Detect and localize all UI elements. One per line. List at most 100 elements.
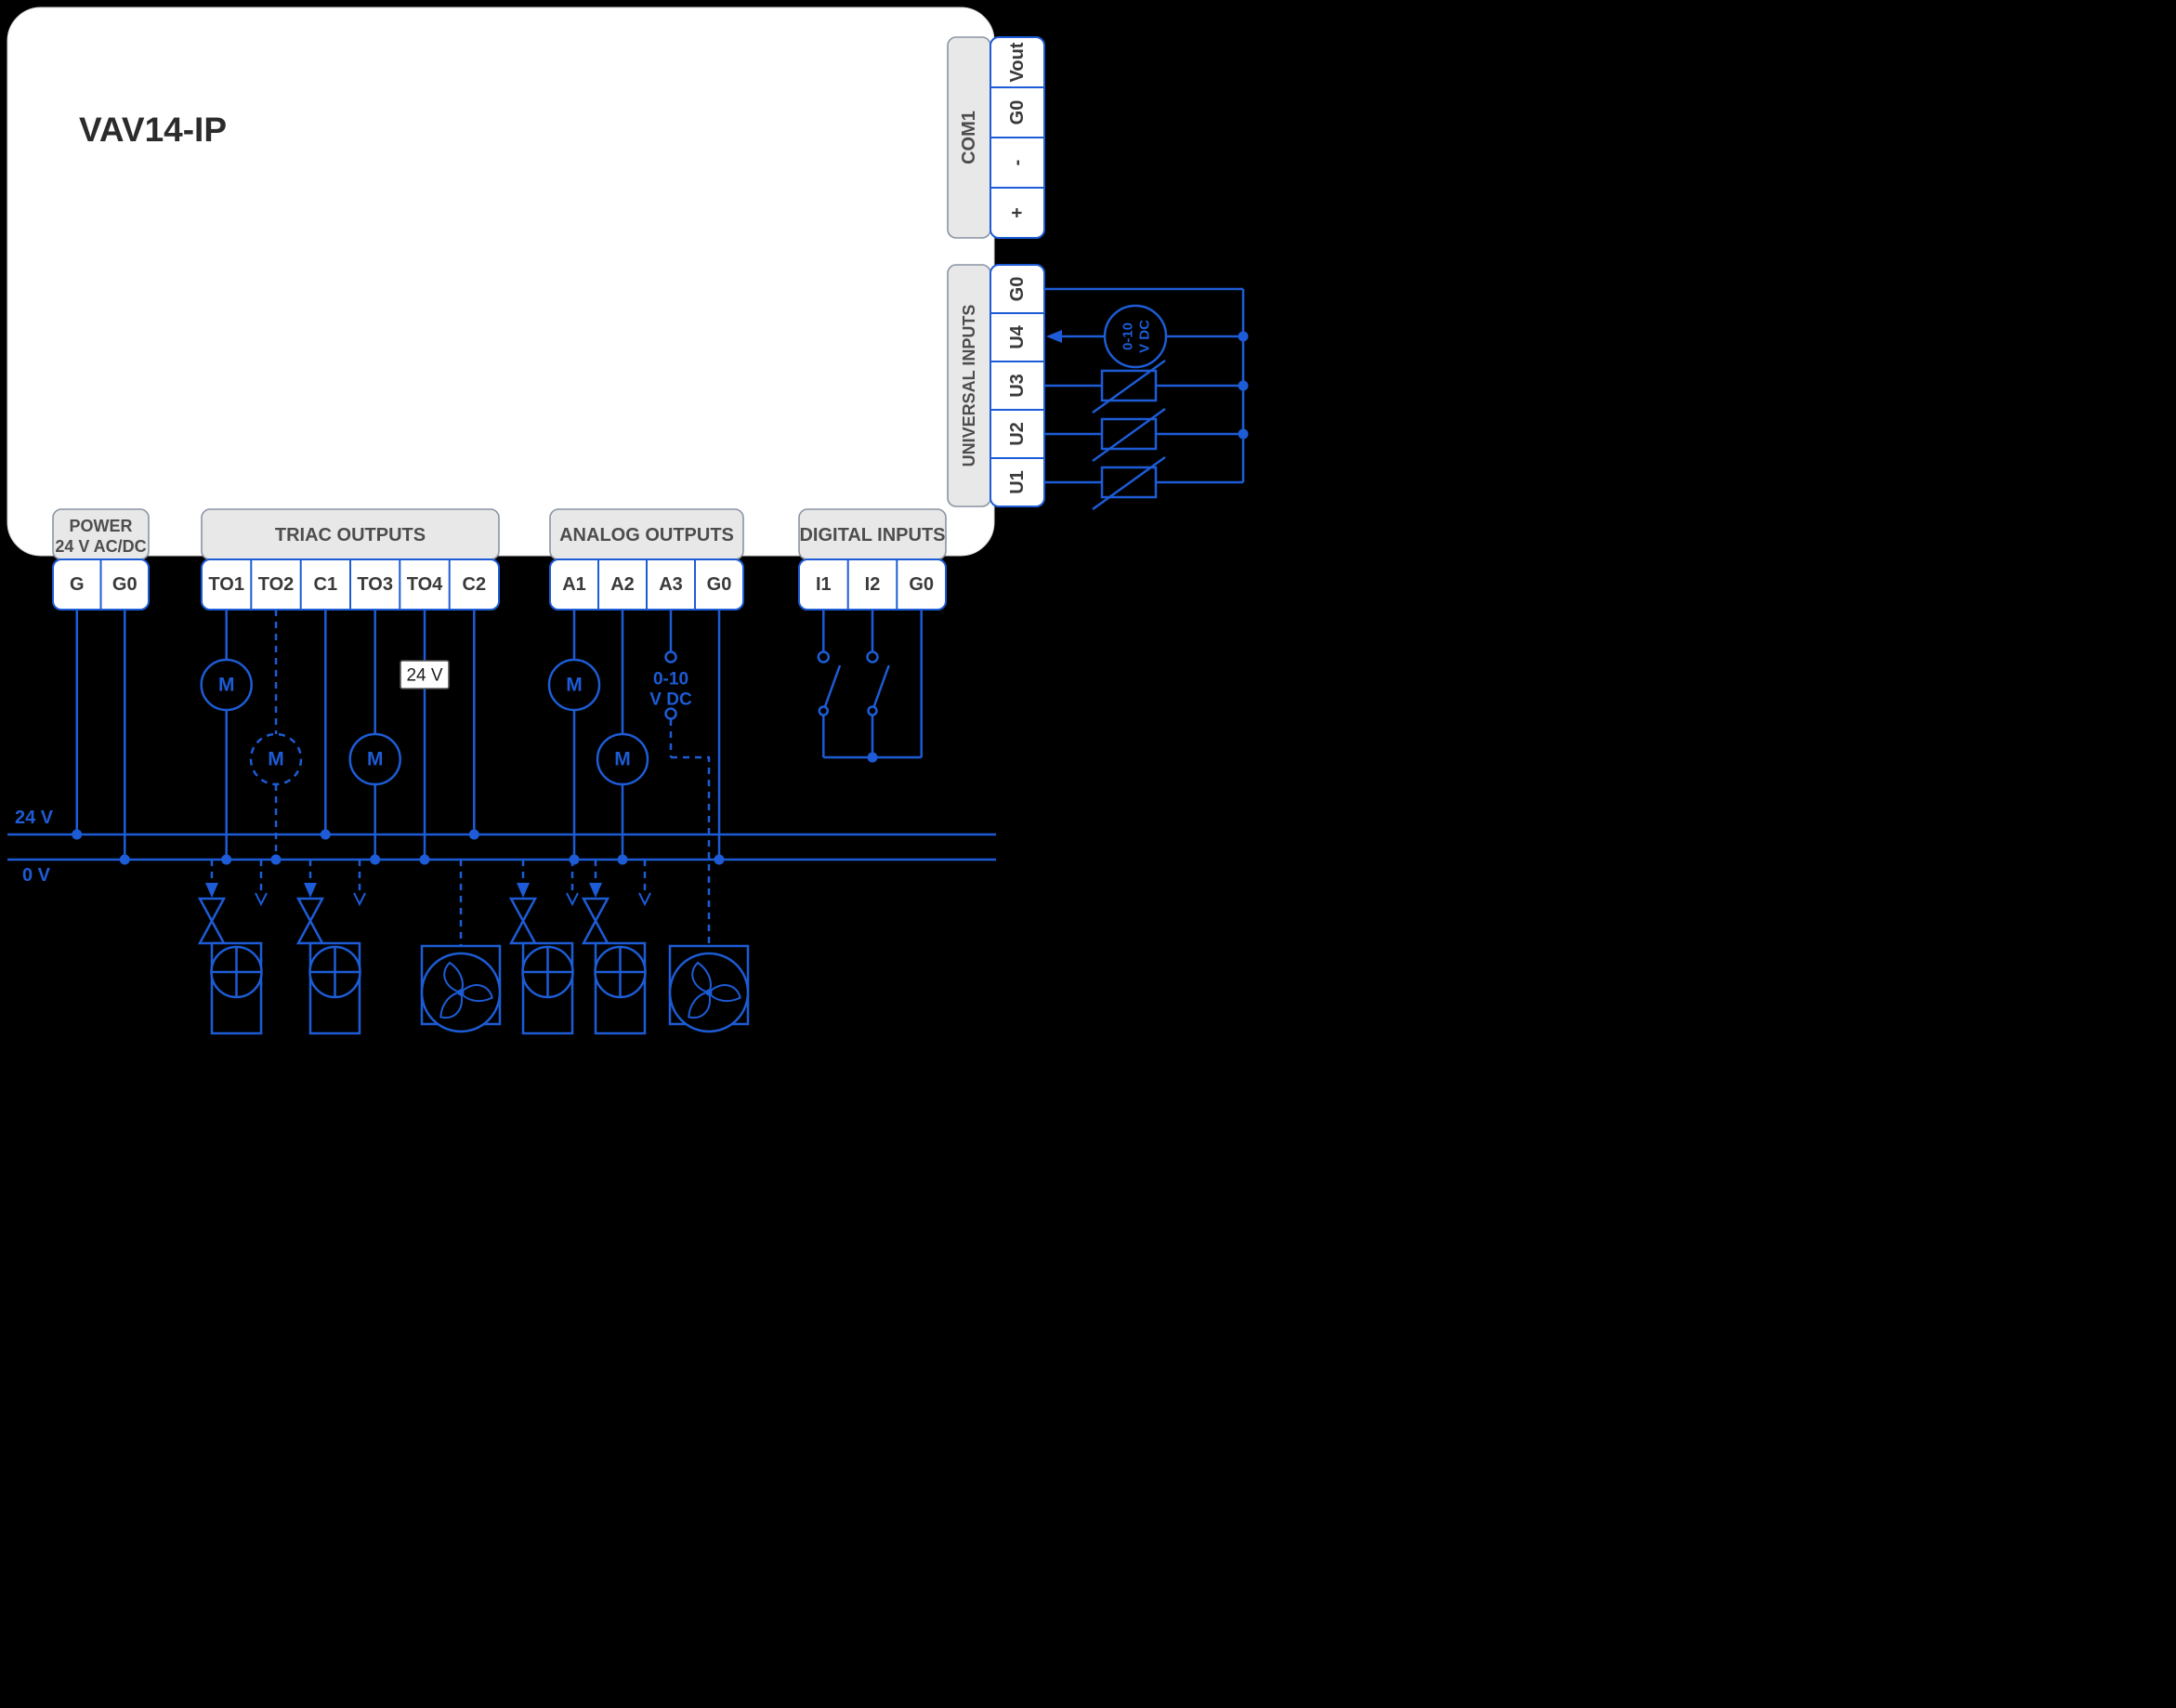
motor-symbol: M <box>348 732 401 786</box>
motor-label: M <box>268 749 284 770</box>
motor-circle <box>249 732 303 786</box>
sensor-symbol-u1 <box>1092 455 1166 511</box>
terminal-label-universal-g0: G0 <box>1007 277 1028 302</box>
motor-label: M <box>218 675 235 696</box>
u4-arrowhead <box>1046 330 1062 343</box>
junction-dot <box>617 854 628 865</box>
terminal-label-a3: A3 <box>659 574 683 595</box>
junction-dot <box>419 854 430 865</box>
motor-symbols: M M M M M <box>200 658 649 786</box>
junction-dot <box>320 829 331 840</box>
digital-terminal-row <box>798 558 947 611</box>
open-arrow-icon <box>638 892 651 907</box>
signal-node-icon <box>664 707 677 720</box>
wiring <box>75 287 1245 946</box>
switch-contact-icon <box>818 705 830 716</box>
fan-symbol <box>668 944 750 1033</box>
analog-signal-line1: 0-10 <box>653 670 688 690</box>
switch-blade <box>871 664 890 712</box>
analog-group-label: ANALOG OUTPUTS <box>559 525 734 545</box>
valve-actuator-assemblies <box>197 860 651 1035</box>
motor-label: M <box>566 675 583 696</box>
sensor-symbol-u3 <box>1092 359 1166 414</box>
analog-signal-line2: V DC <box>649 690 692 710</box>
junction-dot <box>569 854 580 865</box>
valve-actuator-assembly <box>508 860 579 1035</box>
motor-circle <box>596 732 649 786</box>
com1-group-label: COM1 <box>959 111 979 164</box>
valve-actuator-assembly <box>581 860 651 1035</box>
power-group: POWER 24 V AC/DC G G0 <box>52 508 150 611</box>
down-arrow-icon <box>517 883 530 898</box>
terminal-label-u3: U3 <box>1007 374 1028 398</box>
power-group-label-line2: 24 V AC/DC <box>55 537 146 556</box>
switch-symbol <box>817 650 842 716</box>
transmitter-label-line1: 0-10 <box>1121 322 1136 350</box>
signal-node-icon <box>664 650 677 663</box>
down-arrow-icon <box>205 883 218 898</box>
propeller-icon <box>688 961 741 1019</box>
motor-symbol: M <box>249 732 303 786</box>
power-buses: 24 V 0 V <box>7 808 996 886</box>
terminal-label-i2: I2 <box>865 574 881 595</box>
junction-dot <box>1238 380 1249 391</box>
fan-symbol <box>420 944 502 1033</box>
voltage-note-box <box>400 660 450 690</box>
terminal-label-i1: I1 <box>816 574 832 595</box>
terminal-label-vout: Vout <box>1007 42 1028 82</box>
terminal-label-digital-g0: G0 <box>909 574 934 595</box>
motor-circle <box>547 658 601 712</box>
valve-symbol <box>197 918 227 945</box>
sensor-arrow <box>1092 407 1166 463</box>
motor-label: M <box>367 749 384 770</box>
bus-24v-label: 24 V <box>15 808 54 828</box>
switch-contact-icon <box>867 705 878 716</box>
terminal-label-g: G <box>70 574 85 595</box>
junction-dot <box>370 854 381 865</box>
valve-symbol <box>581 897 610 924</box>
terminal-label-to2: TO2 <box>258 574 295 595</box>
junction-dot <box>1238 331 1249 342</box>
valve-actuator-assembly <box>197 860 268 1035</box>
valve-symbol <box>295 897 325 924</box>
terminal-label-com1-g0: G0 <box>1007 100 1028 125</box>
down-arrow-icon <box>589 883 602 898</box>
transmitter-label-line2: V DC <box>1137 320 1153 353</box>
terminal-label-u4: U4 <box>1007 324 1028 348</box>
valve-symbol <box>508 897 538 924</box>
motor-symbol: M <box>596 732 649 786</box>
terminal-label-to1: TO1 <box>208 574 244 595</box>
device-title: VAV14-IP <box>79 111 227 149</box>
terminal-label-g0: G0 <box>112 574 138 595</box>
terminal-label-analog-g0: G0 <box>707 574 732 595</box>
transmitter-symbol: 0-10 V DC <box>1103 304 1168 369</box>
terminal-label-c2: C2 <box>463 574 487 595</box>
power-group-label-line1: POWER <box>69 517 132 535</box>
terminal-label-to3: TO3 <box>357 574 393 595</box>
valve-symbol <box>295 918 325 945</box>
sensor-symbol-u2 <box>1092 407 1166 463</box>
wire-a3-to-fan <box>671 755 711 946</box>
wire-voltage-note: 24 V <box>400 660 450 690</box>
motor-label: M <box>614 749 631 770</box>
junction-dot <box>221 854 232 865</box>
switch-symbol <box>866 650 890 716</box>
switch-contact-icon <box>817 650 831 663</box>
open-arrow-icon <box>353 892 366 907</box>
down-arrow-icon <box>304 883 317 898</box>
bus-0v-label: 0 V <box>22 865 51 886</box>
junction-dot <box>468 829 479 840</box>
junction-dot <box>714 854 725 865</box>
digital-group-label: DIGITAL INPUTS <box>799 525 945 545</box>
voltage-note-label: 24 V <box>406 666 442 686</box>
triac-group-label: TRIAC OUTPUTS <box>275 525 426 545</box>
valve-actuator-assembly <box>295 860 366 1035</box>
terminal-label-a2: A2 <box>610 574 635 595</box>
junction-dot <box>119 854 130 865</box>
switch-blade <box>822 664 842 712</box>
motor-symbol: M <box>547 658 601 712</box>
transmitter-circle <box>1103 304 1168 369</box>
valve-symbol <box>508 918 538 945</box>
com1-group: COM1 Vout G0 - + <box>947 36 1045 239</box>
terminal-label-u2: U2 <box>1007 422 1028 446</box>
